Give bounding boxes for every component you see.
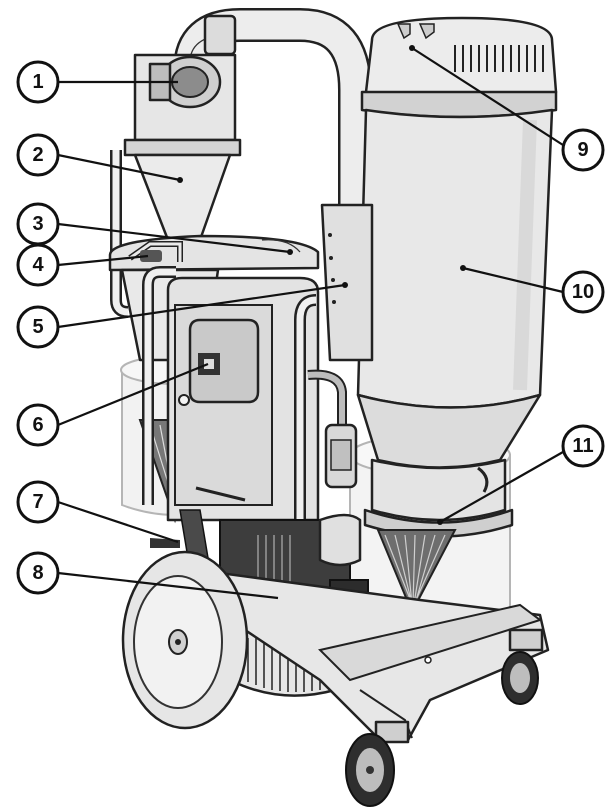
callout-8: 8 [16, 551, 60, 595]
power-plug [307, 369, 358, 489]
rear-wheel [121, 550, 249, 730]
callout-7: 7 [16, 480, 60, 524]
front-caster [345, 720, 410, 807]
callout-1: 1 [16, 60, 60, 104]
leader-4 [57, 254, 149, 267]
leader-3 [57, 222, 291, 254]
callout-9: 9 [561, 128, 605, 172]
leader-10 [462, 266, 564, 294]
callout-number: 3 [32, 213, 43, 235]
callout-number: 4 [32, 254, 44, 276]
leader-6 [57, 362, 209, 427]
callout-number: 6 [32, 414, 43, 436]
filter-housing [356, 16, 558, 615]
callout-3: 3 [16, 202, 60, 246]
machine-illustration [108, 8, 558, 807]
callout-6: 6 [16, 403, 60, 447]
leader-9 [411, 47, 564, 146]
callout-number: 10 [572, 281, 594, 303]
callout-10: 10 [561, 270, 605, 314]
callout-number: 11 [572, 435, 593, 457]
callout-4: 4 [16, 243, 60, 287]
leader-5 [57, 283, 346, 329]
right-caster [501, 628, 544, 705]
callout-number: 9 [577, 139, 588, 161]
lid-plate [108, 234, 320, 272]
callout-number: 2 [32, 144, 43, 166]
left-tube [110, 150, 129, 318]
callout-11: 11 [561, 424, 605, 468]
vent-slots [454, 45, 544, 72]
callout-number: 7 [32, 491, 43, 513]
frame-handles [142, 266, 317, 640]
callout-number: 5 [32, 316, 43, 338]
leader-7 [57, 500, 179, 544]
leader-11 [439, 451, 564, 523]
leader-2 [57, 153, 181, 182]
callout-number: 8 [32, 562, 43, 584]
control-cabinet [166, 276, 320, 522]
leader-8 [57, 571, 279, 600]
callout-5: 5 [16, 305, 60, 349]
side-pipe [320, 203, 374, 362]
callout-2: 2 [16, 133, 60, 177]
leader-lines [57, 45, 564, 600]
callout-number: 1 [32, 71, 43, 93]
